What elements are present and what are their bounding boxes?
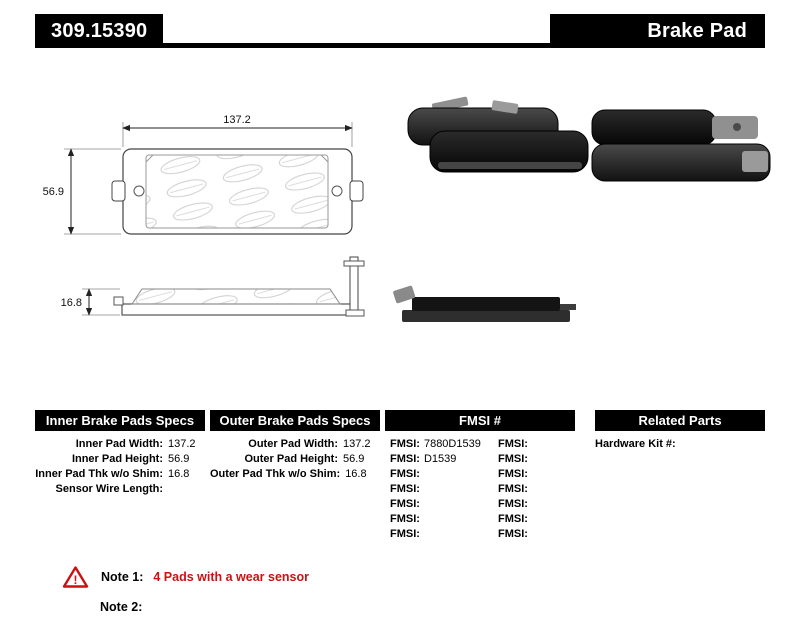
fmsi-label: FMSI: — [390, 482, 420, 495]
spec-row: Outer Pad Width: 137.2 — [210, 436, 380, 451]
fmsi-row: FMSI: — [390, 511, 498, 526]
header: 309.15390 Brake Pad — [35, 14, 765, 48]
spec-label: Inner Pad Width: — [75, 437, 163, 450]
spec-row: Outer Pad Thk w/o Shim: 16.8 — [210, 466, 380, 481]
spec-label: Outer Pad Width: — [248, 437, 338, 450]
fmsi-label: FMSI: — [498, 497, 528, 510]
specs-table: Inner Brake Pads Specs Inner Pad Width: … — [35, 410, 765, 541]
spec-row: Outer Pad Height: 56.9 — [210, 451, 380, 466]
fmsi-row: FMSI: — [498, 496, 575, 511]
brake-pad-spec-sheet: 309.15390 Brake Pad — [0, 14, 800, 633]
side-view-drawing — [113, 256, 365, 317]
spec-row: Inner Pad Thk w/o Shim: 16.8 — [35, 466, 205, 481]
spec-value: 137.2 — [168, 437, 196, 450]
fmsi-label: FMSI: — [390, 437, 420, 450]
fmsi-label: FMSI: — [390, 452, 420, 465]
fmsi-row: FMSI: — [498, 511, 575, 526]
fmsi-right-subcolumn: FMSI: FMSI: FMSI: FMSI: — [498, 436, 575, 541]
fmsi-row: FMSI: — [498, 526, 575, 541]
fmsi-row: FMSI: — [498, 436, 575, 451]
note1-text: 4 Pads with a wear sensor — [153, 570, 309, 584]
spec-label: Outer Pad Height: — [244, 452, 338, 465]
outer-specs-header: Outer Brake Pads Specs — [210, 410, 380, 431]
related-parts-header: Related Parts — [595, 410, 765, 431]
fmsi-row: FMSI: — [498, 466, 575, 481]
inner-specs-column: Inner Brake Pads Specs Inner Pad Width: … — [35, 410, 205, 541]
fmsi-header: FMSI # — [385, 410, 575, 431]
warning-glyph: ! — [74, 573, 78, 587]
fmsi-column: FMSI # FMSI: 7880D1539 FMSI: D1539 FMS — [385, 410, 575, 541]
fmsi-label: FMSI: — [498, 437, 528, 450]
mounting-hole-right — [331, 185, 343, 197]
product-type-bar: Brake Pad — [550, 14, 765, 48]
fmsi-label: FMSI: — [498, 482, 528, 495]
technical-drawing-area: 137.2 56.9 16.8 — [43, 96, 771, 322]
pad-photos-front-pair — [407, 96, 589, 173]
fmsi-row: FMSI: — [390, 526, 498, 541]
pad-photo-lower — [591, 143, 771, 182]
part-number: 309.15390 — [51, 19, 148, 42]
spec-label: Inner Pad Height: — [71, 452, 163, 465]
spec-value: 56.9 — [343, 452, 365, 465]
fmsi-row: FMSI: 7880D1539 — [390, 436, 498, 451]
fmsi-row: FMSI: — [390, 496, 498, 511]
mounting-hole-left — [133, 185, 145, 197]
front-view-drawing — [111, 148, 364, 235]
spec-value: 137.2 — [343, 437, 371, 450]
related-parts-column: Related Parts Hardware Kit #: — [595, 410, 765, 541]
outer-specs-column: Outer Brake Pads Specs Outer Pad Width: … — [210, 410, 380, 541]
hardware-clip-photo — [491, 100, 519, 114]
fmsi-row: FMSI: — [498, 451, 575, 466]
fmsi-value: 7880D1539 — [423, 437, 481, 450]
pad-photo-lower — [429, 130, 589, 173]
fmsi-row: FMSI: D1539 — [390, 451, 498, 466]
spec-value: 16.8 — [345, 467, 367, 480]
spec-row: Hardware Kit #: — [595, 436, 765, 451]
fmsi-value: D1539 — [423, 452, 457, 465]
height-dimension-label: 56.9 — [43, 186, 64, 198]
fmsi-label: FMSI: — [390, 512, 420, 525]
wear-sensor-photo — [393, 285, 416, 304]
spec-row: Inner Pad Width: 137.2 — [35, 436, 205, 451]
pad-photo-side-profile — [393, 285, 576, 322]
fmsi-left-subcolumn: FMSI: 7880D1539 FMSI: D1539 FMSI: FMS — [390, 436, 498, 541]
fmsi-label: FMSI: — [390, 467, 420, 480]
note-2: Note 2: — [100, 598, 800, 616]
fmsi-label: FMSI: — [498, 512, 528, 525]
spec-label: Sensor Wire Length: — [55, 482, 163, 495]
pad-photos-back-pair — [591, 109, 771, 182]
inner-specs-header: Inner Brake Pads Specs — [35, 410, 205, 431]
fmsi-label: FMSI: — [390, 527, 420, 540]
fmsi-row: FMSI: — [390, 466, 498, 481]
spec-row: Inner Pad Height: 56.9 — [35, 451, 205, 466]
product-type: Brake Pad — [647, 19, 747, 42]
warning-triangle-icon: ! — [62, 566, 89, 588]
abutment-clip-photo — [742, 151, 768, 172]
fmsi-row: FMSI: — [390, 481, 498, 496]
spec-label: Hardware Kit #: — [595, 437, 676, 450]
note1-label: Note 1: — [101, 570, 144, 584]
header-divider — [163, 43, 550, 48]
pad-photo-upper — [591, 109, 717, 146]
spec-value: 16.8 — [168, 467, 190, 480]
thickness-dimension-label: 16.8 — [61, 297, 82, 309]
fmsi-label: FMSI: — [390, 497, 420, 510]
fmsi-label: FMSI: — [498, 527, 528, 540]
note2-label: Note 2: — [100, 600, 143, 614]
fmsi-label: FMSI: — [498, 467, 528, 480]
width-dimension-label: 137.2 — [223, 114, 251, 126]
notes-section: ! Note 1: 4 Pads with a wear sensor Note… — [62, 565, 800, 616]
note-1: ! Note 1: 4 Pads with a wear sensor — [62, 565, 800, 589]
side-view-dimensions: 16.8 — [61, 288, 120, 316]
spec-value: 56.9 — [168, 452, 190, 465]
fmsi-label: FMSI: — [498, 452, 528, 465]
fmsi-row: FMSI: — [498, 481, 575, 496]
part-number-bar: 309.15390 — [35, 14, 164, 48]
spec-label: Inner Pad Thk w/o Shim: — [35, 467, 163, 480]
spec-label: Outer Pad Thk w/o Shim: — [210, 467, 341, 480]
spec-row: Sensor Wire Length: — [35, 481, 205, 496]
front-view-dimensions: 137.2 56.9 — [43, 114, 353, 235]
